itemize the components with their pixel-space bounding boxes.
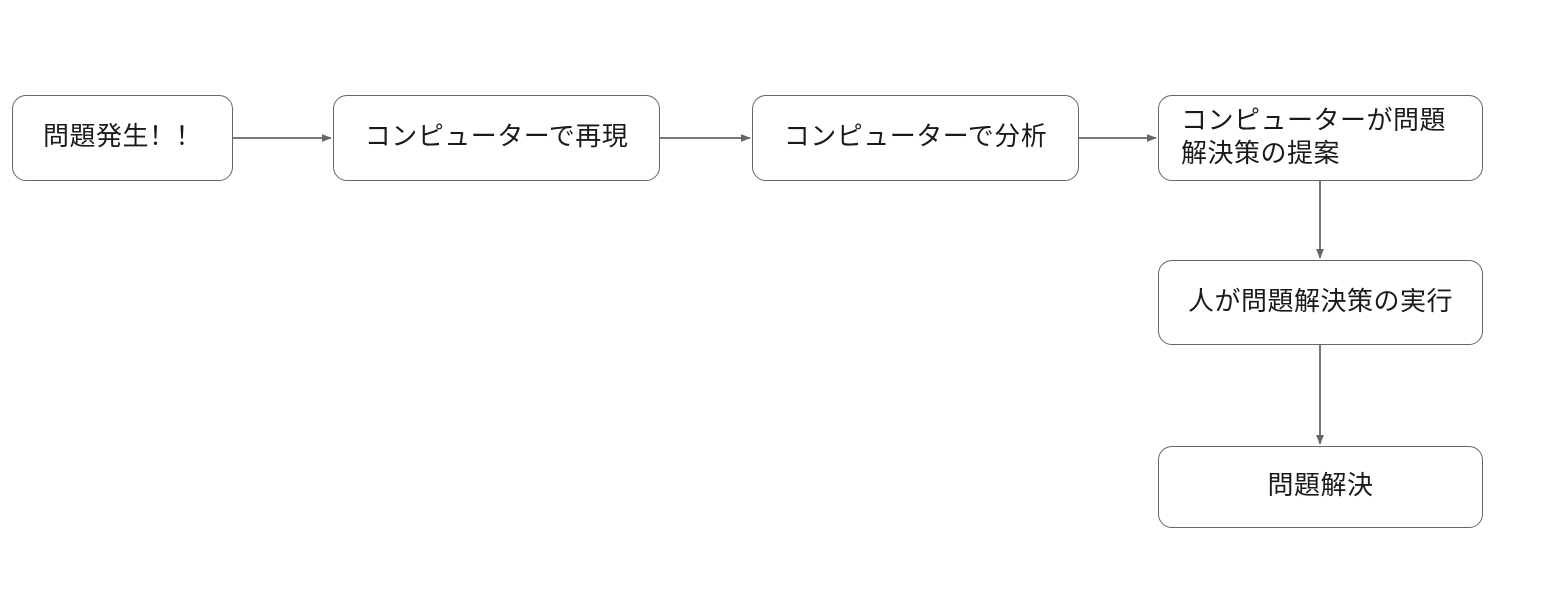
node-problem-solved[interactable]: 問題解決 — [1158, 446, 1483, 528]
node-label-analyze-on-computer: コンピューターで分析 — [783, 122, 1048, 153]
node-human-executes-solution[interactable]: 人が問題解決策の実行 — [1158, 260, 1483, 345]
node-computer-proposes-solution[interactable]: コンピューターが問題 解決策の提案 — [1158, 95, 1483, 181]
node-analyze-on-computer[interactable]: コンピューターで分析 — [752, 95, 1079, 181]
node-problem-occurs[interactable]: 問題発生！！ — [12, 95, 233, 181]
node-label-reproduce-on-computer: コンピューターで再現 — [364, 122, 629, 153]
node-reproduce-on-computer[interactable]: コンピューターで再現 — [333, 95, 660, 181]
node-label-problem-solved: 問題解決 — [1267, 471, 1374, 502]
node-label-problem-occurs: 問題発生！！ — [42, 122, 202, 153]
node-label-human-executes-solution: 人が問題解決策の実行 — [1187, 286, 1453, 317]
node-label-computer-proposes-solution: コンピューターが問題 解決策の提案 — [1181, 105, 1447, 169]
